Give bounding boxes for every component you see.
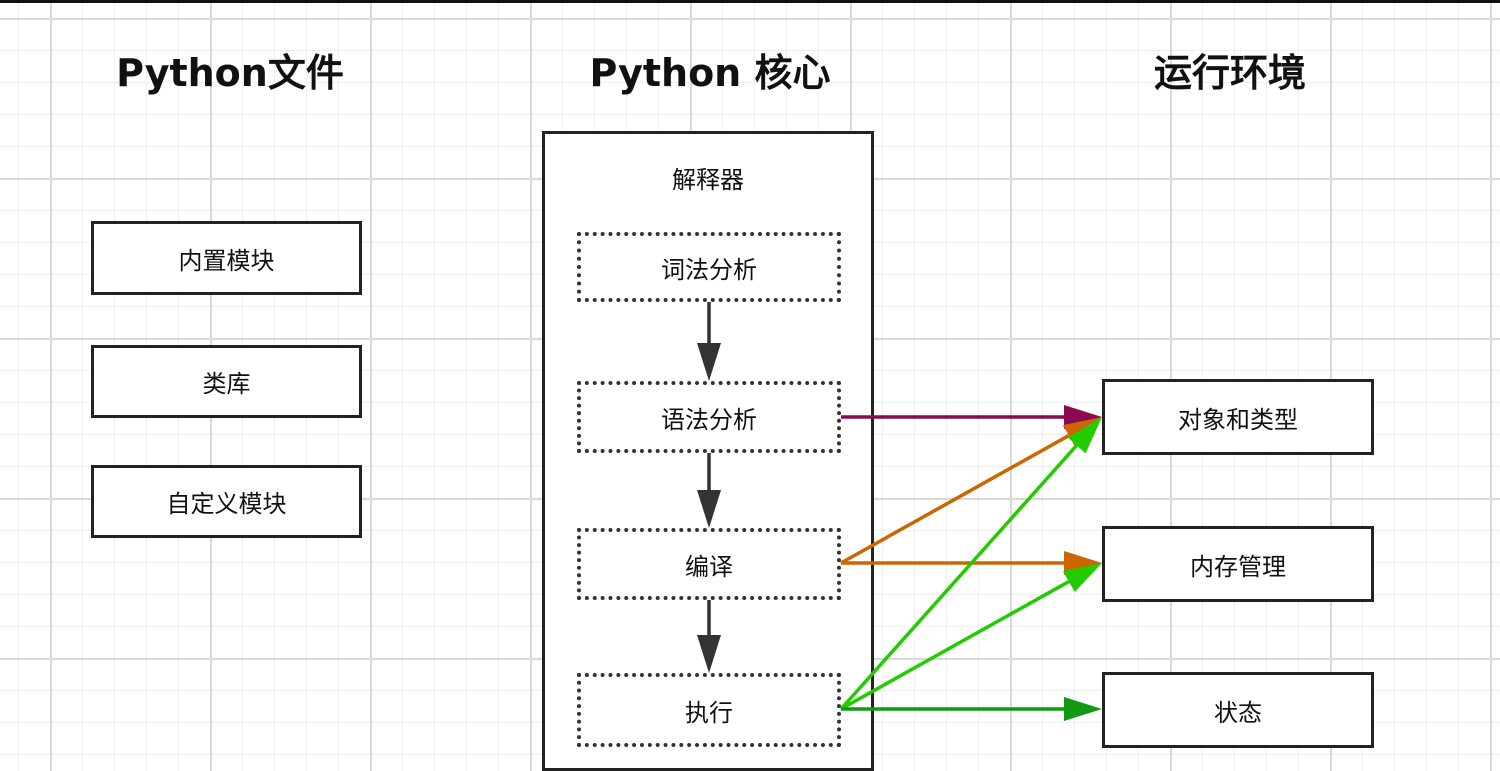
top-border-line [0, 0, 1500, 3]
stage-label: 语法分析 [661, 405, 757, 434]
runtime-box-label: 对象和类型 [1178, 405, 1298, 434]
file-box-label: 类库 [202, 370, 251, 398]
edge-arrow-1-head [697, 490, 721, 528]
stage-lexical-analysis[interactable]: 词法分析 [577, 232, 841, 302]
runtime-column-title: 运行环境 [1153, 51, 1306, 95]
stage-compile[interactable]: 编译 [577, 528, 841, 600]
edge-arrow-4-line [840, 434, 1070, 565]
file-box-custom-modules[interactable]: 自定义模块 [91, 465, 362, 538]
file-box-label: 自定义模块 [166, 490, 287, 518]
runtime-box-label: 内存管理 [1190, 552, 1286, 581]
stage-label: 编译 [685, 552, 733, 581]
edge-arrow-8-head [1064, 697, 1102, 721]
file-box-libraries[interactable]: 类库 [91, 345, 362, 418]
interpreter-label: 解释器 [672, 166, 744, 194]
runtime-box-label: 状态 [1214, 698, 1262, 727]
runtime-box-state[interactable]: 状态 [1102, 672, 1374, 748]
edge-arrow-2-head [697, 635, 721, 673]
edge-arrow-0-head [697, 343, 721, 381]
stage-label: 词法分析 [661, 255, 757, 284]
edge-arrow-6-line [839, 444, 1078, 711]
file-box-label: 内置模块 [178, 246, 275, 275]
edge-arrow-7-line [840, 580, 1070, 711]
connector-arrows [697, 302, 1102, 721]
files-column-title: Python文件 [116, 51, 344, 95]
file-box-builtin-modules[interactable]: 内置模块 [91, 221, 362, 295]
stage-execute[interactable]: 执行 [577, 673, 841, 747]
stage-label: 执行 [685, 698, 733, 727]
stage-syntax-analysis[interactable]: 语法分析 [577, 381, 841, 453]
runtime-box-memory-management[interactable]: 内存管理 [1102, 526, 1374, 602]
edge-arrow-6-head [1067, 417, 1102, 454]
runtime-box-objects-types[interactable]: 对象和类型 [1102, 379, 1374, 455]
core-column-title: Python 核心 [589, 51, 831, 95]
edge-arrow-7-head [1062, 563, 1102, 593]
